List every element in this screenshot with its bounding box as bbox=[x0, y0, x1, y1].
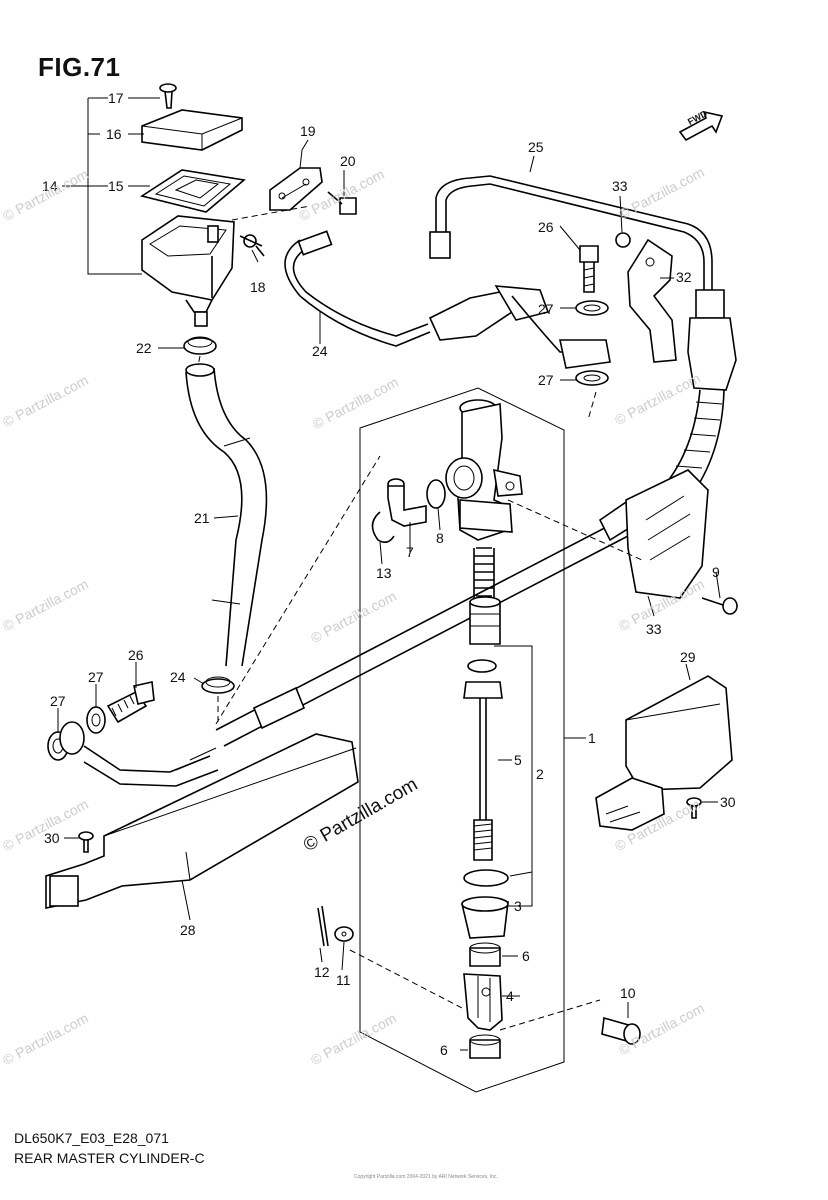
callout-16: 16 bbox=[106, 126, 122, 142]
guard-29 bbox=[595, 675, 733, 831]
callout-29: 29 bbox=[680, 649, 696, 665]
callout-4: 4 bbox=[506, 988, 514, 1004]
callout-12: 11 bbox=[336, 972, 351, 988]
clevis-4 bbox=[463, 973, 503, 1031]
piston bbox=[469, 596, 501, 645]
callout-17: 17 bbox=[108, 90, 124, 106]
callout-6-upper: 6 bbox=[522, 948, 530, 964]
callout-33: 33 bbox=[646, 621, 662, 637]
callout-7: 7 bbox=[406, 544, 414, 560]
banjo-fitting-lower bbox=[59, 721, 85, 755]
callout-19: 19 bbox=[300, 123, 316, 139]
hose-clamp-22 bbox=[183, 336, 217, 355]
callout-28: 28 bbox=[180, 922, 196, 938]
callout-9: 13 bbox=[376, 565, 392, 581]
reservoir-cap-screw bbox=[159, 83, 177, 109]
hose-clamp-23 bbox=[201, 676, 235, 694]
brake-hose-24 bbox=[284, 230, 611, 369]
chain-guard-28 bbox=[45, 733, 359, 909]
callout-13: 12 bbox=[314, 964, 330, 980]
rear-brake-line bbox=[83, 496, 669, 787]
reservoir-bracket bbox=[269, 149, 323, 211]
o-ring-8 bbox=[426, 479, 446, 509]
washer-27-upper-b bbox=[575, 370, 609, 386]
piston-spring bbox=[473, 547, 495, 598]
callout-32: 33 bbox=[612, 178, 628, 194]
callout-14: 14 bbox=[42, 178, 58, 194]
screw-30-left bbox=[78, 831, 94, 853]
cotter-pin-13 bbox=[317, 905, 329, 947]
diagram-caption: REAR MASTER CYLINDER-C bbox=[14, 1150, 205, 1166]
callout-15: 15 bbox=[108, 178, 124, 194]
hose-guard-33 bbox=[625, 469, 709, 599]
callout-30-right: 30 bbox=[720, 794, 736, 810]
callout-11: 10 bbox=[620, 985, 636, 1001]
alignment-line-b bbox=[215, 455, 381, 725]
callout-26-lower: 26 bbox=[128, 647, 144, 663]
bolt-32 bbox=[615, 232, 631, 248]
hose-guide-31 bbox=[627, 238, 677, 363]
callout-2: 2 bbox=[536, 766, 544, 782]
callout-1: 1 bbox=[588, 730, 596, 746]
callout-27-lower-a: 27 bbox=[50, 693, 66, 709]
clevis-pin-11 bbox=[601, 1016, 641, 1045]
fwd-arrow-icon bbox=[678, 110, 724, 142]
alignment-line-g bbox=[587, 391, 597, 421]
circlip-9 bbox=[371, 511, 395, 544]
inlet-connector-7 bbox=[387, 478, 427, 527]
banjo-bolt-26-lower bbox=[106, 681, 155, 724]
figure-title: FIG.71 bbox=[38, 52, 121, 82]
callout-23: 24 bbox=[170, 669, 186, 685]
washer-27-lower-b bbox=[86, 706, 106, 734]
reservoir-body bbox=[141, 215, 235, 327]
callout-21: 21 bbox=[194, 510, 210, 526]
reservoir-hose bbox=[185, 363, 268, 667]
screw-30-right bbox=[686, 797, 702, 819]
master-cylinder-body bbox=[445, 399, 523, 541]
callout-5: 5 bbox=[514, 752, 522, 768]
callout-6-lower: 6 bbox=[440, 1042, 448, 1058]
callout-20: 20 bbox=[340, 153, 356, 169]
screw-10 bbox=[701, 597, 738, 615]
alignment-line-a bbox=[231, 205, 311, 221]
callout-31: 32 bbox=[676, 269, 692, 285]
banjo-bolt-26-upper bbox=[579, 245, 599, 293]
push-rod-5 bbox=[463, 659, 503, 861]
model-code: DL650K7_E03_E28_071 bbox=[14, 1130, 169, 1146]
callout-26-upper: 26 bbox=[538, 219, 554, 235]
diaphragm-plate bbox=[140, 169, 246, 213]
alignment-line-h bbox=[197, 355, 201, 367]
callout-22: 22 bbox=[136, 340, 152, 356]
bracket-bolt-20 bbox=[327, 191, 357, 215]
alignment-line-e bbox=[499, 999, 601, 1031]
alignment-line-d bbox=[349, 949, 463, 1009]
callout-10: 9 bbox=[712, 564, 720, 580]
boot-3 bbox=[460, 896, 509, 939]
copyright-notice: Copyright Partzilla.com 2004-2021 by ARI… bbox=[354, 1174, 498, 1180]
assembly-outline bbox=[359, 387, 565, 1093]
reservoir-cap bbox=[141, 109, 243, 151]
callout-18: 18 bbox=[250, 279, 266, 295]
circlip-lower bbox=[463, 869, 509, 887]
washer-12 bbox=[334, 926, 354, 942]
callout-24: 24 bbox=[312, 343, 328, 359]
callout-27-upper-b: 27 bbox=[538, 372, 554, 388]
callout-3: 3 bbox=[514, 898, 522, 914]
washer-27-upper-a bbox=[575, 300, 609, 316]
brake-hose-25 bbox=[429, 175, 737, 515]
alignment-line-c bbox=[507, 499, 643, 561]
callout-25: 25 bbox=[528, 139, 544, 155]
callout-8: 8 bbox=[436, 530, 444, 546]
bracket-screw-18 bbox=[239, 234, 265, 257]
callout-27-upper-a: 27 bbox=[538, 301, 554, 317]
nut-6-lower bbox=[469, 1034, 501, 1059]
callout-27-lower-b: 27 bbox=[88, 669, 104, 685]
nut-6-upper bbox=[469, 942, 501, 967]
leader-lines bbox=[57, 97, 721, 1051]
callout-30-left: 30 bbox=[44, 830, 60, 846]
